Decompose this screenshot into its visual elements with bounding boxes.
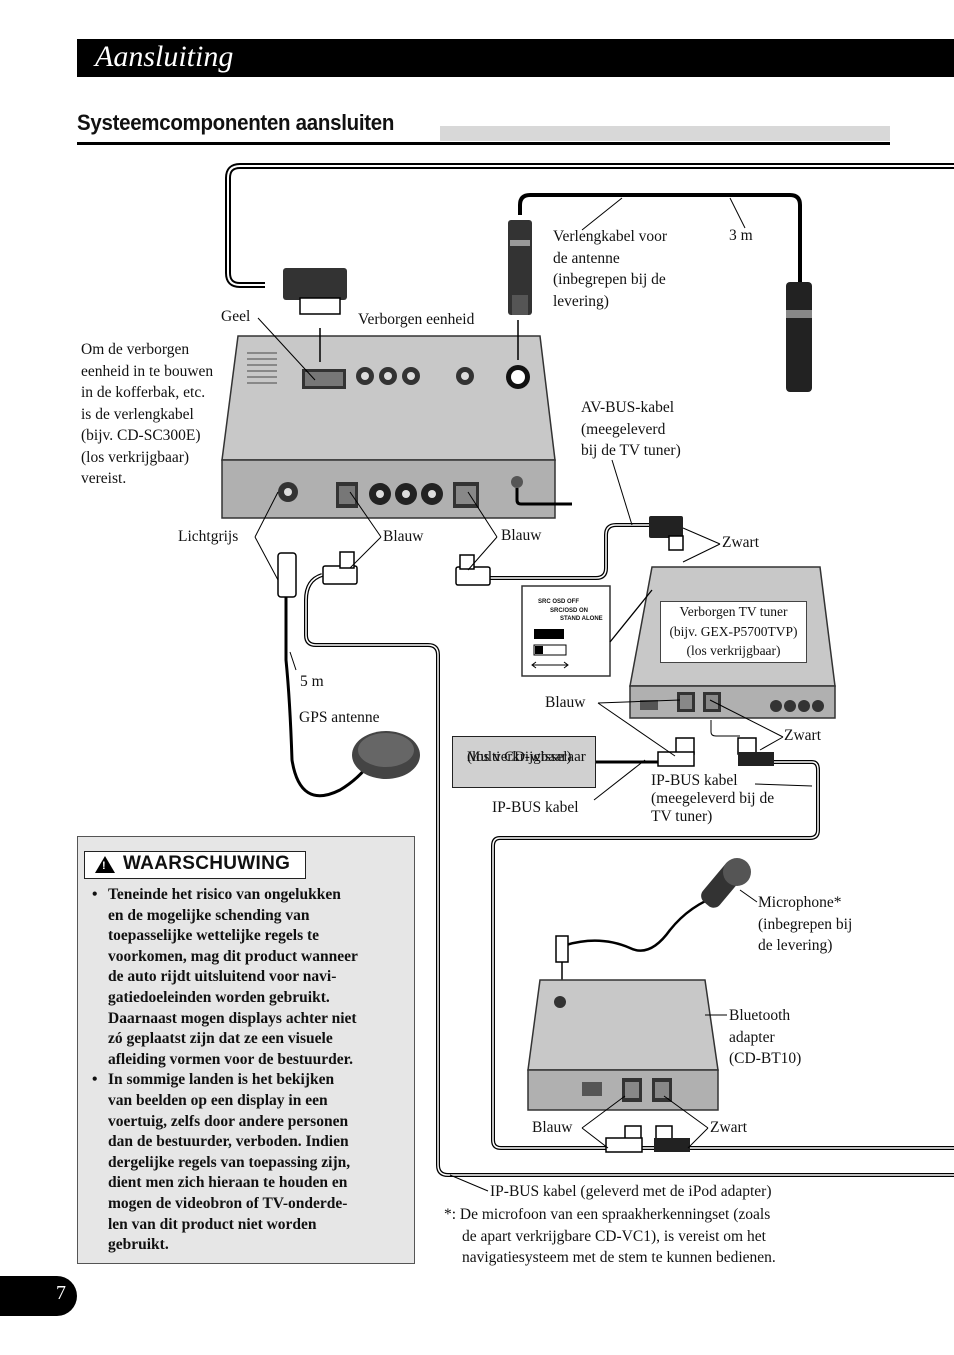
warning-badge: ! WAARSCHUWING: [84, 851, 306, 879]
switch-labels: SRC OSD OFF SRC/OSD ON STAND ALONE: [538, 599, 603, 622]
yellow-connector: [283, 268, 347, 300]
hidden-unit: [221, 335, 572, 519]
label-3m: 3 m: [729, 227, 753, 244]
footnote: *: De microfoon van een spraakherkenning…: [444, 1206, 776, 1266]
warning-icon: [95, 856, 115, 873]
label-blauw-3: Blauw: [545, 694, 586, 711]
label-tv-tuner: Verborgen TV tuner(bijv. GEX-P5700TVP)(l…: [660, 601, 807, 663]
black-plug-av: [649, 516, 683, 538]
label-zwart-1: Zwart: [722, 534, 760, 551]
gps-cable: [284, 595, 374, 798]
label-lichtgrijs: Lichtgrijs: [178, 528, 239, 545]
warning-title: WAARSCHUWING: [123, 853, 291, 874]
chapter-title-bar: Aansluiting: [77, 39, 954, 77]
microphone-jack: [555, 935, 569, 963]
section-rule: [77, 142, 890, 145]
page-number-tab: 7: [0, 1276, 77, 1316]
page-number: 7: [56, 1282, 66, 1304]
label-gps-antenne: GPS antenne: [299, 709, 380, 726]
label-geel: Geel: [221, 308, 251, 325]
bluetooth-adapter-unit: [527, 979, 719, 1111]
label-zwart-3: Zwart: [710, 1119, 748, 1136]
black-plug-tv: [737, 737, 757, 755]
label-blauw-4: Blauw: [532, 1119, 573, 1136]
label-blauw-2: Blauw: [501, 527, 542, 544]
antenna-extension-cable-inner: [227, 165, 954, 286]
section-title: Systeemcomponenten aansluiten: [77, 110, 395, 135]
switch-panel: [521, 585, 653, 677]
label-5m: 5 m: [300, 673, 324, 690]
chapter-title: Aansluiting: [95, 40, 234, 73]
label-verborgen-eenheid: Verborgen eenheid: [358, 311, 475, 328]
warning-box: ! WAARSCHUWING Teneinde het risico van o…: [77, 836, 415, 1264]
microphone-cable: [565, 893, 721, 952]
label-ip-bus-kabel-1: IP-BUS kabel: [492, 799, 579, 816]
label-ip-bus-kabel-3: IP-BUS kabel (geleverd met de iPod adapt…: [490, 1183, 772, 1200]
label-blauw-1: Blauw: [383, 528, 424, 545]
section-title-background: [440, 126, 890, 141]
gps-plug: [277, 552, 297, 598]
label-zwart-2: Zwart: [784, 727, 822, 744]
antenna-plug-right: [786, 282, 812, 392]
black-plug-bt: [655, 1125, 673, 1141]
multi-cd-box: Multi CD-wisselaar(los verkrijgbaar): [452, 736, 596, 788]
